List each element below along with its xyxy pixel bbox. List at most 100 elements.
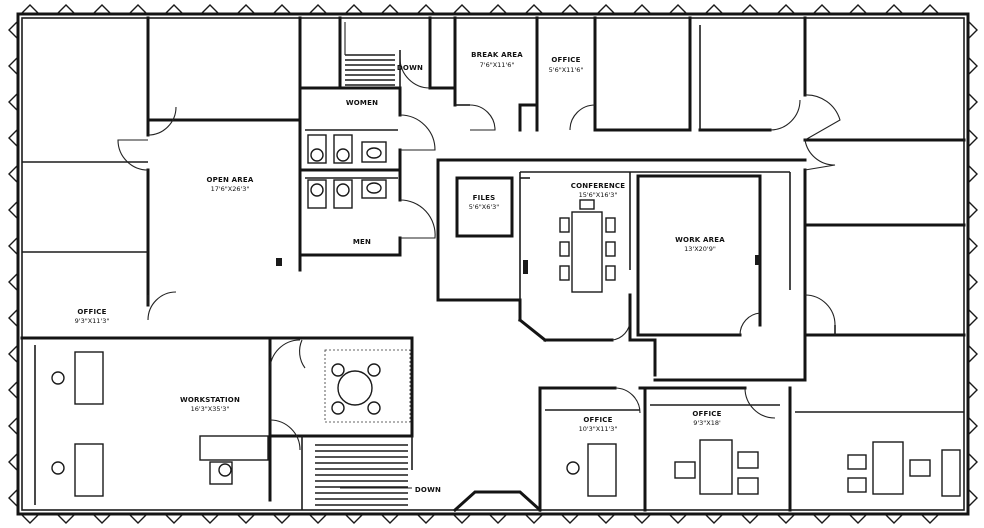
room-label-men: MEN: [353, 238, 371, 246]
column-marker: [276, 258, 282, 266]
scallop: [967, 200, 978, 220]
scallop: [967, 236, 978, 256]
scallop: [488, 4, 508, 15]
chair-icon: [367, 363, 381, 377]
interior-walls: [20, 16, 966, 512]
chair-icon: [51, 371, 65, 385]
scallop: [164, 4, 184, 15]
room-dims-office-bottom-center: 10'3"X11'3": [579, 425, 618, 433]
room-label-office-left: OFFICE: [77, 308, 106, 316]
chair-icon: [331, 401, 345, 415]
scallop: [704, 4, 724, 15]
chair-icon: [579, 199, 595, 210]
chair-icon: [559, 217, 570, 233]
scallop: [848, 513, 868, 524]
room-label-work-area: WORK AREA: [675, 236, 725, 244]
scallop: [380, 513, 400, 524]
wall-marker: [523, 260, 528, 274]
scallop: [8, 128, 19, 148]
scallop: [967, 380, 978, 400]
restroom-fixtures: [307, 134, 387, 209]
scallop: [308, 4, 328, 15]
desk-icon: [199, 435, 269, 461]
scallop: [740, 4, 760, 15]
scallop: [8, 344, 19, 364]
scallop: [967, 272, 978, 292]
wall-marker: [755, 255, 760, 265]
room-label-workstation: WORKSTATION: [180, 396, 240, 404]
room-dims-office-top: 5'6"X11'6": [549, 66, 584, 74]
scallop: [967, 308, 978, 328]
chair-icon: [51, 461, 65, 475]
stairs-top-label: DOWN: [397, 64, 423, 72]
room-dims-work-area: 13'X20'9": [684, 245, 716, 253]
scallop: [416, 513, 436, 524]
room-dims-workstation: 16'3"X35'3": [191, 405, 230, 413]
scallop: [380, 4, 400, 15]
office-furniture: [566, 439, 961, 497]
room-label-office-top: OFFICE: [551, 56, 580, 64]
scallop: [200, 513, 220, 524]
scallop: [632, 4, 652, 15]
desk-icon: [74, 351, 104, 405]
scallop: [884, 4, 904, 15]
scallop: [848, 4, 868, 15]
stairs-bottom: [315, 444, 412, 506]
scallop: [967, 416, 978, 436]
scallop: [8, 380, 19, 400]
round-table: [324, 349, 411, 423]
room-label-break-area: BREAK AREA: [471, 51, 523, 59]
scallop: [8, 308, 19, 328]
scallop: [884, 513, 904, 524]
room-label-office-bottom-right: OFFICE: [692, 410, 721, 418]
scallop: [967, 344, 978, 364]
scallop: [8, 20, 19, 40]
desk-icon: [872, 441, 904, 495]
chair-icon: [737, 477, 759, 495]
desk-icon: [699, 439, 733, 495]
conference-table: [559, 199, 616, 293]
door-open-area-left: [117, 139, 149, 171]
scallop: [560, 4, 580, 15]
door-swings: [117, 57, 841, 451]
scallop: [524, 4, 544, 15]
door-women: [399, 114, 436, 151]
chair-icon: [559, 241, 570, 257]
chair-icon: [605, 265, 616, 281]
scallop: [452, 4, 472, 15]
scallop: [8, 416, 19, 436]
room-dims-conference: 15'6"X16'3": [579, 191, 618, 199]
scallop: [308, 513, 328, 524]
scallop: [8, 200, 19, 220]
scallop: [524, 513, 544, 524]
chair-icon: [559, 265, 570, 281]
scallop: [8, 488, 19, 508]
scallop: [272, 4, 292, 15]
chair-icon: [674, 461, 696, 479]
door-men: [399, 199, 436, 239]
scallop: [452, 513, 472, 524]
scallop: [8, 92, 19, 112]
scallop: [128, 4, 148, 15]
room-labels: OPEN AREA 17'6"X26'3" WOMEN MEN BREAK AR…: [75, 51, 725, 494]
entrance: [452, 490, 543, 513]
scallop: [596, 4, 616, 15]
room-dims-open-area: 17'6"X26'3": [211, 185, 250, 193]
scallop: [560, 513, 580, 524]
stairs-bottom-label: DOWN: [415, 486, 441, 494]
exterior-wall: [16, 12, 970, 516]
chair-icon: [847, 477, 867, 493]
room-label-files: FILES: [473, 194, 496, 202]
scallop: [20, 513, 40, 524]
scallop: [812, 4, 832, 15]
scallop: [920, 513, 940, 524]
scallop: [632, 513, 652, 524]
scallop: [967, 128, 978, 148]
scallop: [236, 4, 256, 15]
scallop: [8, 272, 19, 292]
chair-icon: [847, 454, 867, 470]
scallop: [668, 513, 688, 524]
scallop: [812, 513, 832, 524]
facade-scallops: [8, 4, 978, 524]
room-label-open-area: OPEN AREA: [207, 176, 254, 184]
